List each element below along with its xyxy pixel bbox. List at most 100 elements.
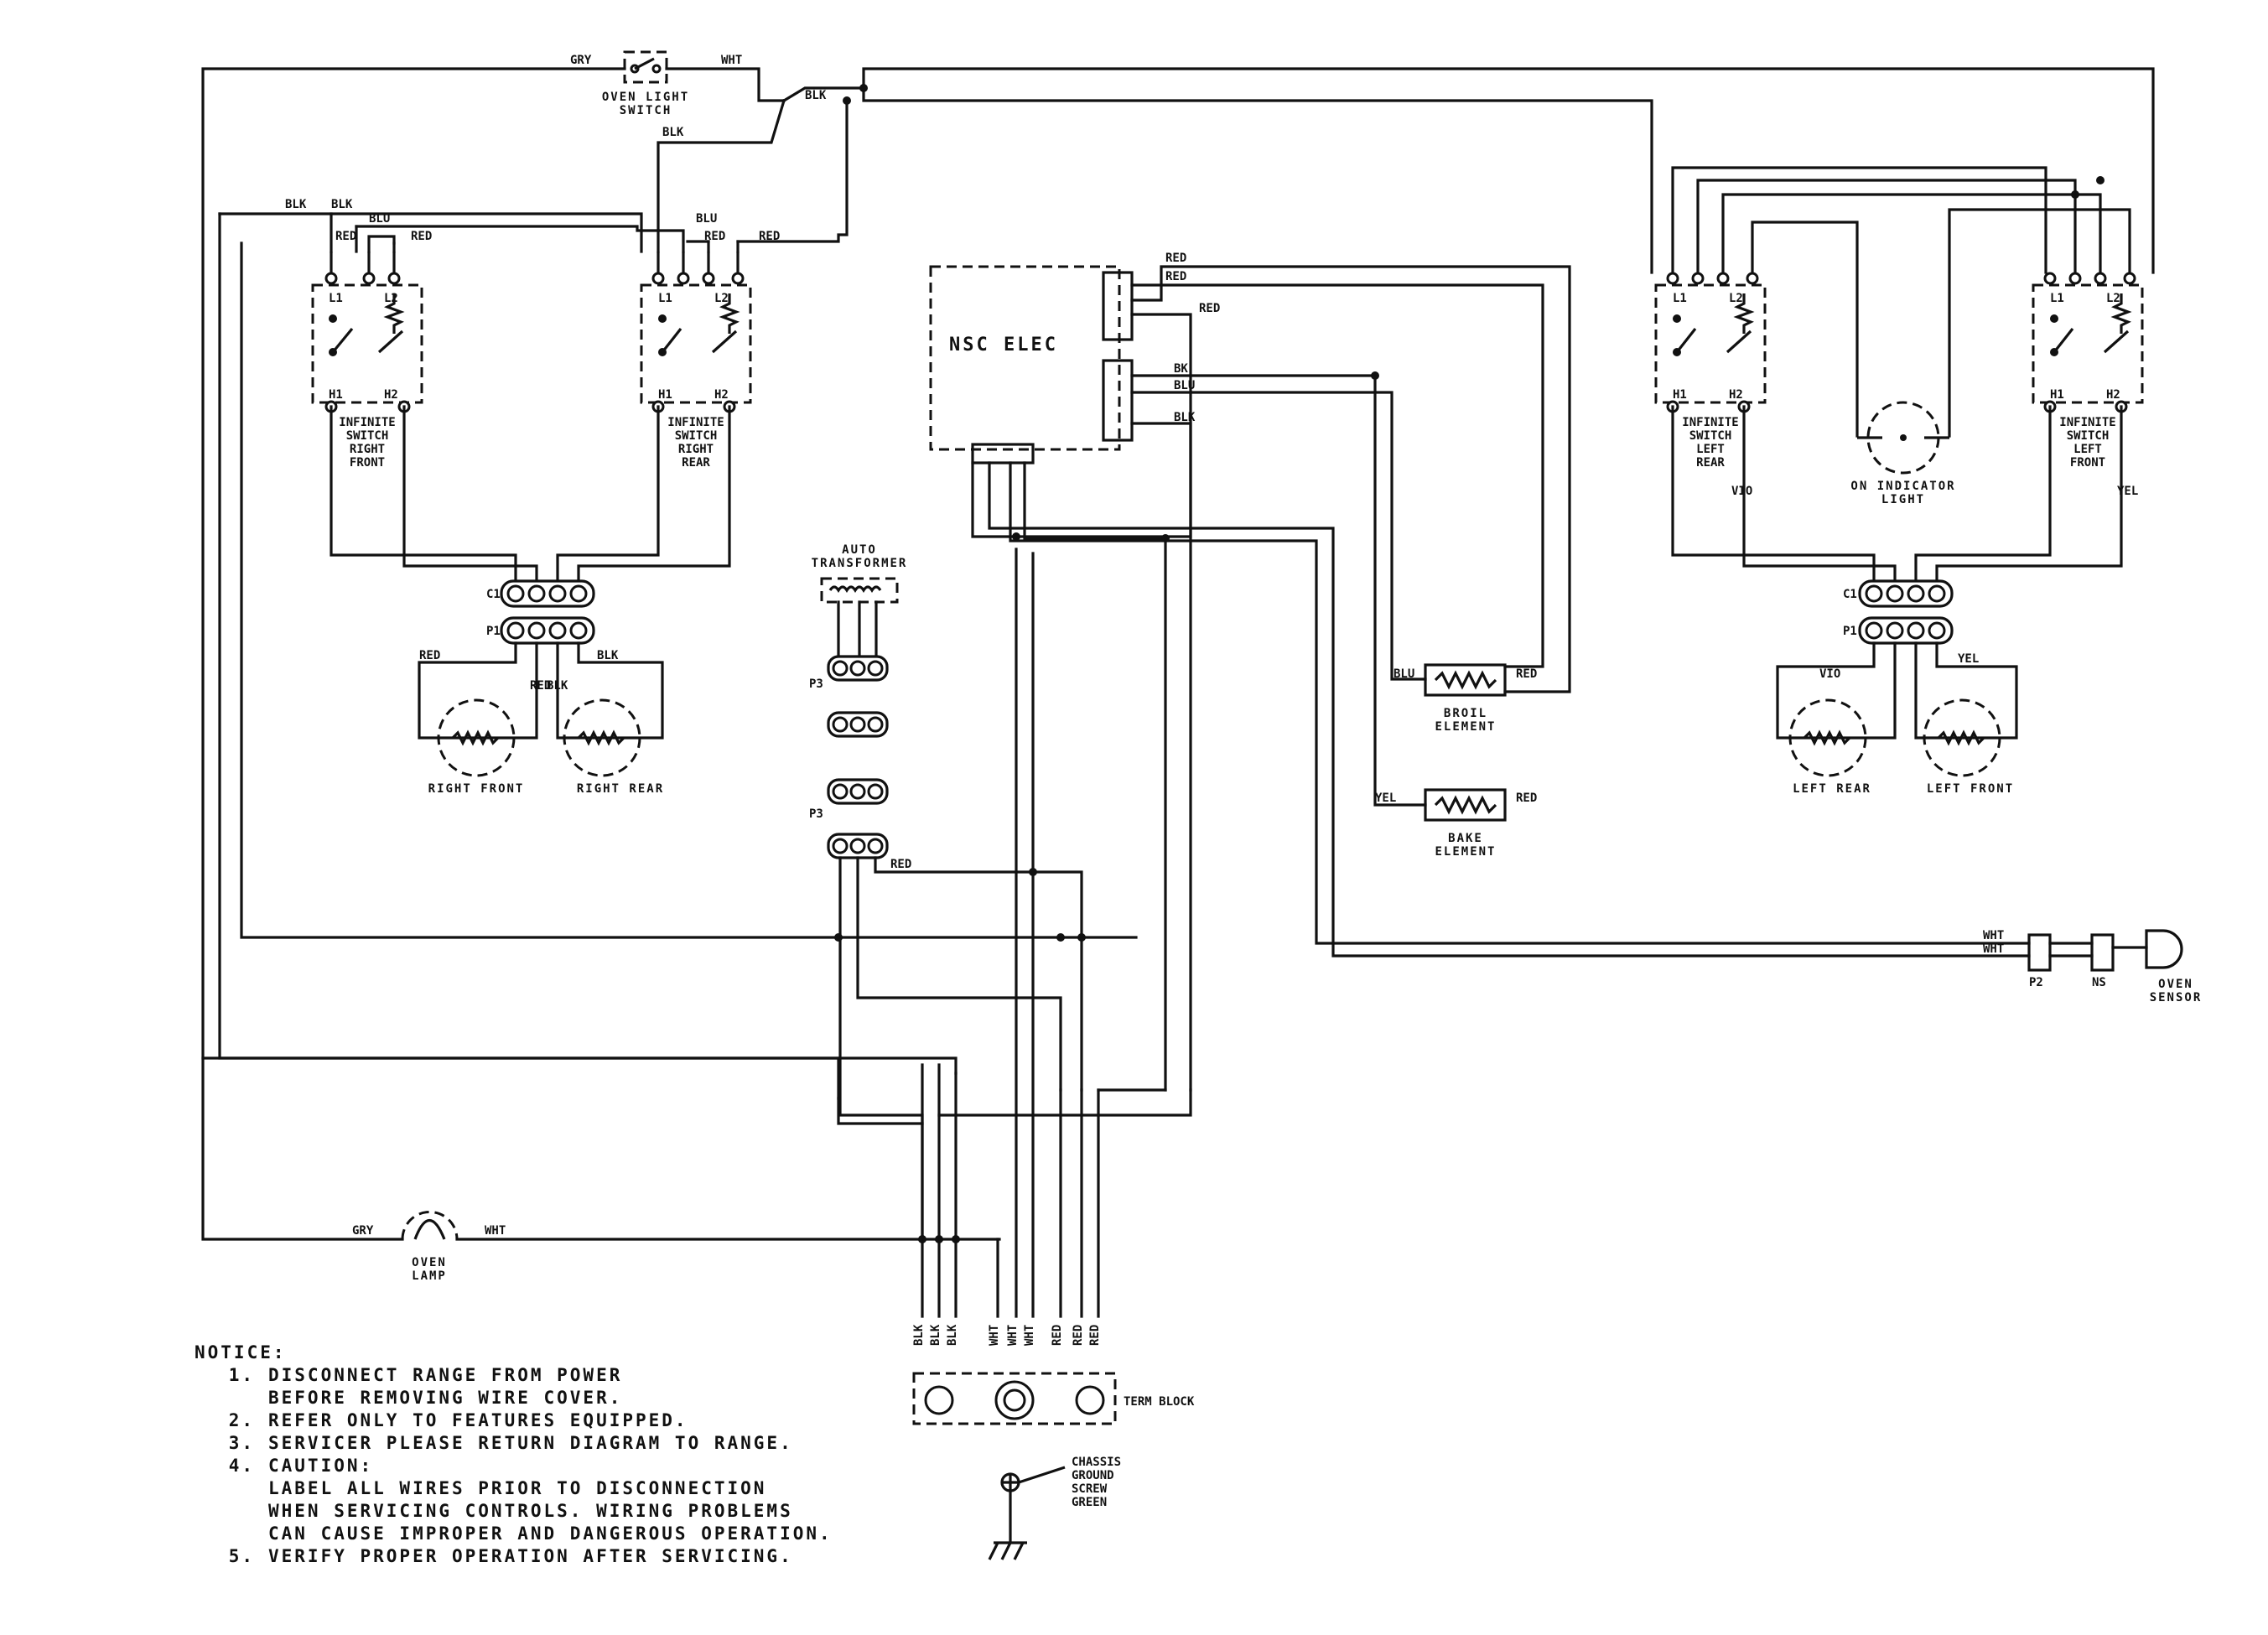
nsc-elec-control: NSC ELEC RED RED RED BK BLU BLK: [929, 252, 2031, 1092]
notice-item-line: BEFORE REMOVING WIRE COVER.: [195, 1387, 949, 1409]
label-rf-1: INFINITE: [339, 416, 395, 429]
notice-item-line: WHEN SERVICING CONTROLS. WIRING PROBLEMS: [195, 1500, 949, 1523]
label-rr-3: RIGHT: [678, 443, 714, 456]
svg-text:WHT: WHT: [1006, 1325, 1020, 1346]
svg-text:BLU: BLU: [369, 212, 390, 226]
svg-text:L2: L2: [384, 292, 398, 305]
svg-text:L2: L2: [714, 292, 729, 305]
notice-item-text: SERVICER PLEASE RETURN DIAGRAM TO RANGE.: [268, 1433, 793, 1453]
label-lr-2: SWITCH: [1689, 429, 1732, 443]
term-block-label: TERM BLOCK: [1124, 1395, 1195, 1409]
wire-gry-top: GRY: [570, 54, 592, 67]
svg-text:BLU: BLU: [696, 212, 717, 226]
svg-text:RED: RED: [1051, 1325, 1064, 1346]
notice-item-text: CAUTION:: [268, 1456, 374, 1476]
chassis-label-1: CHASSIS: [1072, 1456, 1121, 1469]
label-rr-2: SWITCH: [675, 429, 718, 443]
svg-text:L2: L2: [2106, 292, 2120, 305]
broil-blu: BLU: [1393, 667, 1414, 681]
label-lf-1: INFINITE: [2059, 416, 2115, 429]
label-rf-4: FRONT: [350, 456, 385, 470]
svg-text:BLK: BLK: [331, 198, 353, 211]
notice-item-line: CAN CAUSE IMPROPER AND DANGEROUS OPERATI…: [195, 1523, 949, 1545]
notice-item-number: [195, 1500, 268, 1523]
svg-text:P1: P1: [1843, 625, 1857, 638]
label-lr-4: REAR: [1696, 456, 1725, 470]
p3-label-1: P3: [809, 677, 823, 691]
oven-light-switch: OVEN LIGHT SWITCH GRY WHT BLK BLK: [570, 50, 827, 139]
chassis-label-3: SCREW: [1072, 1482, 1108, 1496]
bake-red: RED: [1516, 792, 1537, 805]
oven-sensor-label-1: OVEN: [2158, 978, 2193, 991]
chassis-label-2: GROUND: [1072, 1469, 1114, 1482]
infinite-switch-labels: INFINITE SWITCH RIGHT FRONT INFINITE SWI…: [339, 416, 2115, 470]
svg-text:H2: H2: [714, 388, 729, 402]
svg-text:L1: L1: [329, 292, 343, 305]
svg-text:RED: RED: [1165, 252, 1186, 265]
notice-item-text: DISCONNECT RANGE FROM POWER: [268, 1365, 623, 1385]
svg-text:WHT: WHT: [1023, 1325, 1036, 1346]
left-rear-label: LEFT REAR: [1793, 782, 1871, 796]
svg-text:RED: RED: [411, 230, 432, 243]
label-lf-3: LEFT: [2073, 443, 2102, 456]
svg-text:RED: RED: [1165, 270, 1186, 283]
junction-dots: [834, 84, 2105, 1243]
oven-lamp: OVEN LAMP GRY WHT: [352, 1211, 506, 1283]
label-rf-2: SWITCH: [346, 429, 389, 443]
bake-label-1: BAKE: [1448, 832, 1483, 845]
oven-sensor-label-2: SENSOR: [2150, 991, 2203, 1004]
notice-item-line: 5. VERIFY PROPER OPERATION AFTER SERVICIN…: [195, 1545, 949, 1568]
left-front-label: LEFT FRONT: [1927, 782, 2014, 796]
notice-item-text: WHEN SERVICING CONTROLS. WIRING PROBLEMS: [268, 1501, 793, 1521]
wire-blk-top: BLK: [805, 89, 827, 102]
oven-elements: BROIL ELEMENT BLU RED BAKE ELEMENT YEL R…: [1375, 663, 1537, 859]
notice-item-number: 2.: [228, 1410, 255, 1430]
auto-transformer-label-1: AUTO: [842, 543, 877, 557]
svg-text:BLK: BLK: [912, 1324, 926, 1346]
notice-item-number: [195, 1387, 268, 1409]
notice-item-line: LABEL ALL WIRES PRIOR TO DISCONNECTION: [195, 1477, 949, 1500]
notice-item-number: [195, 1523, 268, 1545]
wire-colour-labels: BLK BLK BLU RED RED BLU RED RED RED BLK …: [285, 198, 2138, 693]
oven-sensor: P2 NS OVEN SENSOR WHT WHT: [1983, 929, 2203, 1004]
label-rr-4: REAR: [682, 456, 710, 470]
svg-text:RED: RED: [530, 679, 551, 693]
notice-item-text: VERIFY PROPER OPERATION AFTER SERVICING.: [268, 1546, 793, 1566]
lf-yel: YEL: [1958, 652, 1979, 666]
notice-item-text: REFER ONLY TO FEATURES EQUIPPED.: [268, 1410, 688, 1430]
label-rr-1: INFINITE: [667, 416, 724, 429]
notice-item-number: 4.: [228, 1456, 255, 1476]
term-block: TERM BLOCK BLK BLK BLK WHT WHT WHT RED R…: [912, 1324, 1195, 1560]
notice-item-line: 1.DISCONNECT RANGE FROM POWER: [195, 1364, 949, 1387]
chassis-label-4: GREEN: [1072, 1496, 1107, 1509]
svg-text:H1: H1: [1673, 388, 1687, 402]
auto-transformer-label-2: TRANSFORMER: [812, 557, 908, 570]
svg-text:BLK: BLK: [597, 649, 619, 662]
lamp-wht: WHT: [485, 1224, 506, 1238]
transformer-red: RED: [890, 858, 911, 871]
svg-text:H2: H2: [2106, 388, 2120, 402]
bake-yel: YEL: [1375, 792, 1396, 805]
svg-text:RED: RED: [1199, 302, 1220, 315]
svg-text:BLU: BLU: [1174, 379, 1195, 392]
svg-text:H1: H1: [658, 388, 672, 402]
sensor-wht-2: WHT: [1983, 942, 2004, 956]
label-rf-3: RIGHT: [350, 443, 385, 456]
svg-text:L2: L2: [1729, 292, 1743, 305]
broil-label-1: BROIL: [1444, 707, 1487, 720]
notice-item-line: 2. REFER ONLY TO FEATURES EQUIPPED.: [195, 1409, 949, 1432]
notice-item-number: [195, 1477, 268, 1500]
svg-text:P1: P1: [486, 625, 501, 638]
svg-text:RED: RED: [1088, 1325, 1102, 1346]
notice-item-number: 5.: [228, 1546, 255, 1566]
notice-item-line: 4. CAUTION:: [195, 1455, 949, 1477]
oven-lamp-label-2: LAMP: [412, 1269, 447, 1283]
label-lr-1: INFINITE: [1682, 416, 1738, 429]
svg-text:VIO: VIO: [1731, 485, 1752, 498]
oven-lamp-label-1: OVEN: [412, 1256, 447, 1269]
